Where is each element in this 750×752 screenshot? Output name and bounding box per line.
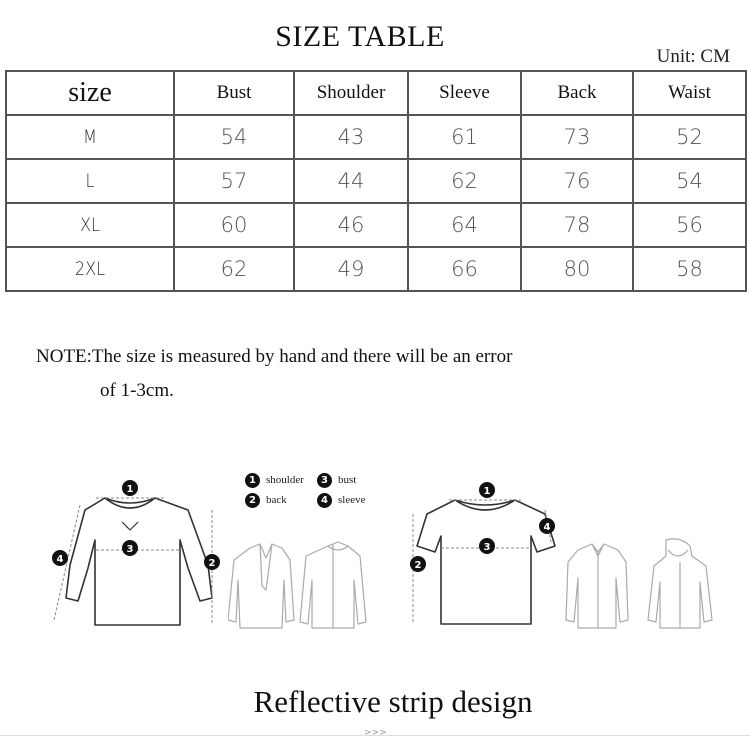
cell-shoulder: 44 (293, 158, 409, 204)
legend-label: back (266, 494, 287, 506)
cell-size: L (17, 158, 163, 204)
cell-size: XL (17, 202, 163, 248)
cell-shoulder: 49 (293, 246, 409, 292)
marker-back: 2 (209, 558, 216, 569)
page-title: SIZE TABLE (275, 20, 445, 53)
legend-number: 1 (245, 472, 260, 488)
cell-bust: 57 (173, 158, 295, 204)
marker-back: 2 (415, 560, 422, 571)
cell-back: 73 (520, 114, 634, 160)
marker-sleeve: 4 (544, 522, 551, 533)
shirt-hoodie-sketches (565, 538, 713, 629)
table-row: 2XL 62 49 66 80 58 (6, 246, 747, 292)
measurement-note: NOTE:The size is measured by hand and th… (36, 340, 716, 408)
cell-sleeve: 64 (407, 202, 522, 248)
jacket-sketches (228, 541, 367, 629)
legend-label: sleeve (338, 494, 366, 506)
legend-number: 2 (245, 492, 260, 508)
cell-size: M (17, 114, 163, 160)
cell-shoulder: 46 (293, 202, 409, 248)
cell-waist: 52 (632, 114, 747, 160)
longsleeve-body-outline (65, 497, 213, 626)
cell-back: 80 (520, 246, 634, 292)
suit-jacket-sketch (228, 543, 295, 629)
cell-sleeve: 62 (407, 158, 522, 204)
cell-sleeve: 66 (407, 246, 522, 292)
header-sleeve: Sleeve (407, 70, 522, 116)
cell-shoulder: 43 (293, 114, 409, 160)
reflective-strip-caption: Reflective strip design (253, 684, 533, 719)
zip-jacket-sketch (299, 541, 367, 629)
table-row: M 54 43 61 73 52 (6, 114, 747, 160)
button-shirt-sketch (565, 543, 629, 629)
header-size: size (5, 70, 175, 116)
tshirt-diagram: 1 3 2 4 (410, 482, 556, 625)
marker-sleeve: 4 (57, 554, 64, 565)
marker-bust: 3 (127, 544, 134, 555)
table-row: XL 60 46 64 78 56 (6, 202, 747, 248)
bottom-divider (0, 735, 750, 736)
legend-label: bust (338, 474, 357, 486)
cell-size: 2XL (17, 246, 163, 292)
cell-waist: 56 (632, 202, 747, 248)
cell-bust: 62 (173, 246, 295, 292)
legend-number: 4 (317, 492, 332, 508)
header-waist: Waist (632, 70, 747, 116)
measurement-legend: 1 shoulder 3 bust 2 back 4 sleeve (245, 470, 389, 510)
cell-back: 76 (520, 158, 634, 204)
cell-back: 78 (520, 202, 634, 248)
longsleeve-diagram: 1 3 2 4 (52, 480, 220, 626)
table-row: L 57 44 62 76 54 (6, 158, 747, 204)
cell-sleeve: 61 (407, 114, 522, 160)
header-bust: Bust (173, 70, 295, 116)
marker-shoulder: 1 (484, 486, 491, 497)
size-table: size Bust Shoulder Sleeve Back Waist M 5… (5, 70, 747, 292)
legend-number: 3 (317, 472, 332, 488)
cell-waist: 54 (632, 158, 747, 204)
cell-bust: 54 (173, 114, 295, 160)
note-line-1: NOTE:The size is measured by hand and th… (36, 346, 513, 367)
legend-label: shoulder (266, 474, 304, 486)
header-back: Back (520, 70, 634, 116)
header-shoulder: Shoulder (293, 70, 409, 116)
cell-bust: 60 (173, 202, 295, 248)
tshirt-body-outline (416, 499, 556, 625)
marker-shoulder: 1 (127, 484, 134, 495)
marker-bust: 3 (484, 542, 491, 553)
note-line-2: of 1-3cm. (100, 380, 174, 401)
cell-waist: 58 (632, 246, 747, 292)
table-header-row: size Bust Shoulder Sleeve Back Waist (5, 70, 747, 116)
hoodie-sketch (647, 538, 713, 629)
unit-label: Unit: CM (656, 46, 730, 67)
arrow-indicator: >>> (364, 728, 387, 738)
